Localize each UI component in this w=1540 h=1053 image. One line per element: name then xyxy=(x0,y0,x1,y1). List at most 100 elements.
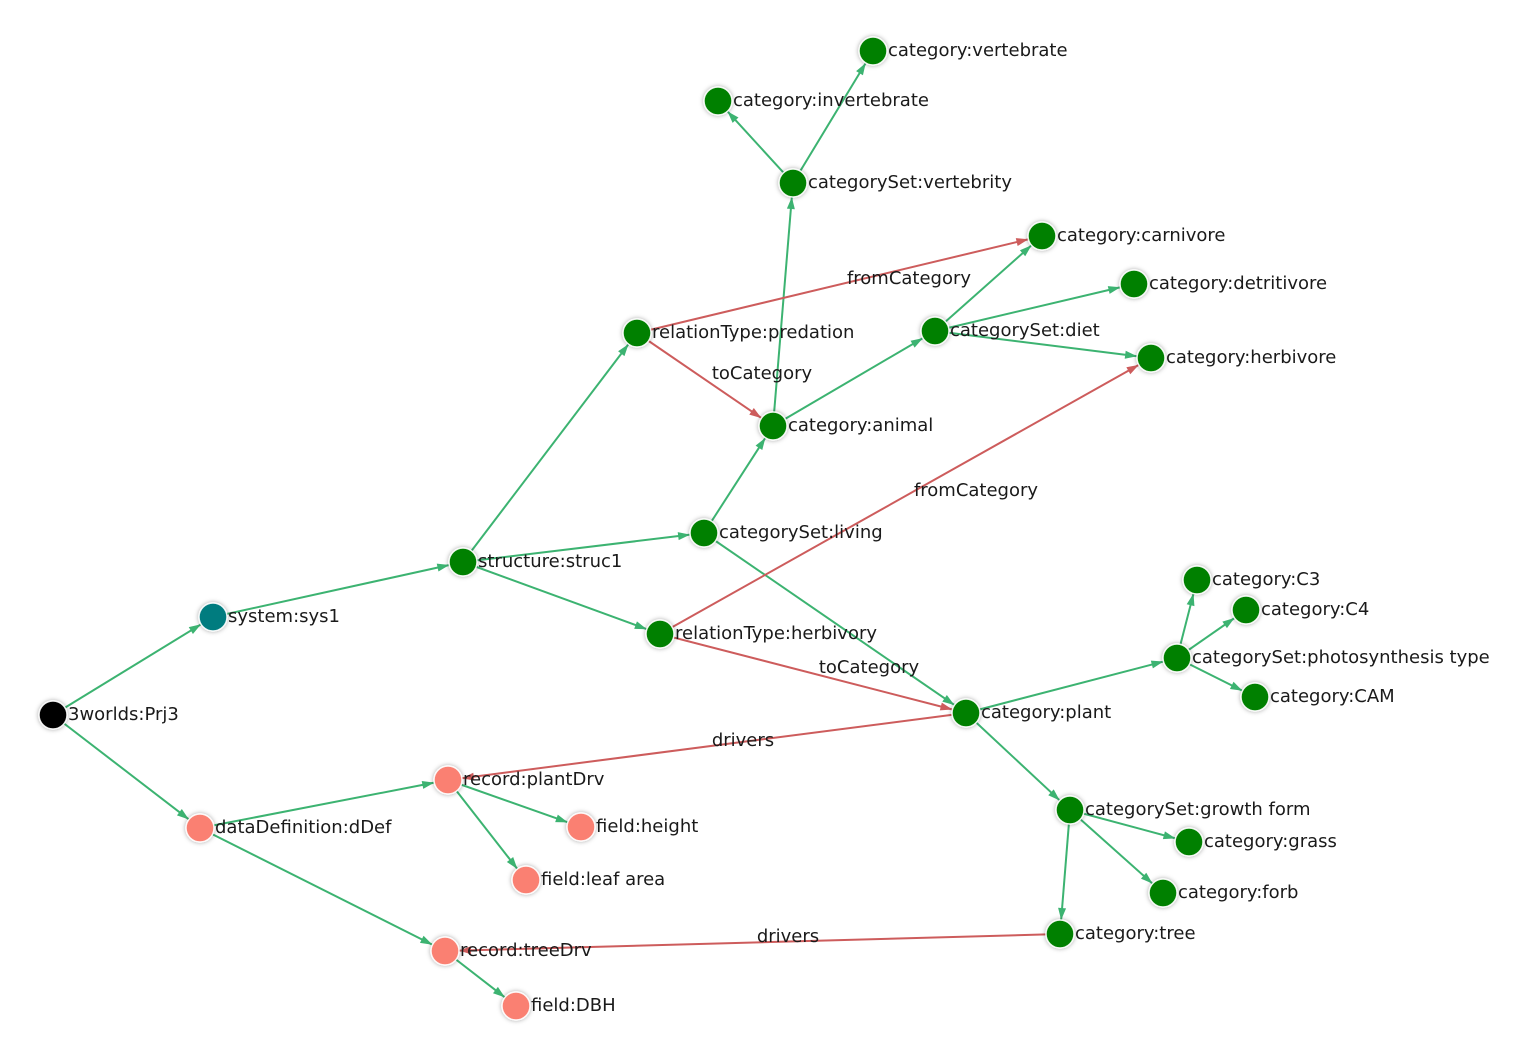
node-plant[interactable]: category:plant xyxy=(951,698,1111,728)
node-dbh[interactable]: field:DBH xyxy=(501,991,616,1021)
node-c4[interactable]: category:C4 xyxy=(1231,595,1369,625)
node-circle[interactable] xyxy=(501,991,531,1021)
node-circle[interactable] xyxy=(511,865,541,895)
node-circle[interactable] xyxy=(703,86,733,116)
edge-struc1-herbivory xyxy=(462,561,648,631)
edge-arrow xyxy=(942,694,955,706)
node-circle[interactable] xyxy=(1231,595,1261,625)
edge-label-herbivory-herbivore: fromCategory xyxy=(914,480,1038,501)
node-carnivore[interactable]: category:carnivore xyxy=(1027,221,1225,251)
node-label: category:forb xyxy=(1178,882,1298,903)
edge-label-predation-animal: toCategory xyxy=(712,363,813,384)
node-height[interactable]: field:height xyxy=(566,812,698,842)
node-growth[interactable]: categorySet:growth form xyxy=(1055,795,1311,825)
node-label: record:treeDrv xyxy=(460,940,592,961)
edge-line xyxy=(934,244,1033,332)
node-plantdrv[interactable]: record:plantDrv xyxy=(433,765,605,795)
node-label: category:detritivore xyxy=(1149,273,1327,294)
node-circle[interactable] xyxy=(433,765,463,795)
node-struc1[interactable]: structure:struc1 xyxy=(448,547,622,577)
edge-arrow xyxy=(458,946,472,955)
node-label: field:height xyxy=(596,816,698,837)
node-circle[interactable] xyxy=(645,619,675,649)
node-prj3[interactable]: 3worlds:Prj3 xyxy=(38,700,179,730)
node-herbivory[interactable]: relationType:herbivory xyxy=(645,619,877,649)
node-tree[interactable]: category:tree xyxy=(1045,919,1196,949)
node-ddef[interactable]: dataDefinition:dDef xyxy=(185,813,392,843)
node-circle[interactable] xyxy=(1162,643,1192,673)
edge-prj3-sys1 xyxy=(52,623,202,716)
node-label: categorySet:vertebrity xyxy=(808,172,1012,193)
node-circle[interactable] xyxy=(1174,827,1204,857)
node-circle[interactable] xyxy=(198,602,228,632)
node-circle[interactable] xyxy=(1027,221,1057,251)
node-circle[interactable] xyxy=(566,812,596,842)
node-circle[interactable] xyxy=(1119,269,1149,299)
node-circle[interactable] xyxy=(920,316,950,346)
node-circle[interactable] xyxy=(1045,919,1075,949)
edge-tree-treedrv xyxy=(458,933,1061,955)
node-circle[interactable] xyxy=(185,813,215,843)
edge-plant-growth xyxy=(965,712,1061,802)
node-leafarea[interactable]: field:leaf area xyxy=(511,865,665,895)
edge-line xyxy=(965,712,1061,802)
edge-prj3-ddef xyxy=(52,714,190,821)
node-label: category:tree xyxy=(1075,923,1196,944)
edge-ddef-treedrv xyxy=(199,827,433,946)
edge-diet-detritivore xyxy=(934,286,1121,332)
edge-arrow xyxy=(1048,789,1060,801)
edge-arrow xyxy=(856,62,866,76)
node-circle[interactable] xyxy=(951,698,981,728)
node-circle[interactable] xyxy=(430,936,460,966)
node-circle[interactable] xyxy=(778,168,808,198)
node-circle[interactable] xyxy=(1136,343,1166,373)
node-label: structure:struc1 xyxy=(478,551,622,572)
edge-line xyxy=(199,781,435,829)
node-circle[interactable] xyxy=(1055,795,1085,825)
node-c3[interactable]: category:C3 xyxy=(1182,565,1320,595)
node-label: categorySet:living xyxy=(719,522,883,543)
node-herbivore[interactable]: category:herbivore xyxy=(1136,343,1336,373)
edge-line xyxy=(659,363,1140,635)
node-circle[interactable] xyxy=(1240,682,1270,712)
node-label: relationType:herbivory xyxy=(675,623,877,644)
edge-struc1-predation xyxy=(462,343,630,563)
node-animal[interactable]: category:animal xyxy=(758,411,933,441)
node-treedrv[interactable]: record:treeDrv xyxy=(430,936,592,966)
edge-sys1-struc1 xyxy=(212,563,450,618)
node-circle[interactable] xyxy=(1148,878,1178,908)
edge-arrow xyxy=(1058,907,1067,921)
node-vertebrate[interactable]: category:vertebrate xyxy=(858,36,1068,66)
node-label: relationType:predation xyxy=(652,322,854,343)
edges-layer xyxy=(52,62,1243,999)
node-circle[interactable] xyxy=(1182,565,1212,595)
node-vertebrity[interactable]: categorySet:vertebrity xyxy=(778,168,1012,198)
node-forb[interactable]: category:forb xyxy=(1148,878,1298,908)
node-invertebrate[interactable]: category:invertebrate xyxy=(703,86,929,116)
edge-arrow xyxy=(436,563,450,572)
node-diet[interactable]: categorySet:diet xyxy=(920,316,1100,346)
node-cam[interactable]: category:CAM xyxy=(1240,682,1395,712)
edge-line xyxy=(965,660,1164,714)
node-label: category:plant xyxy=(981,702,1111,723)
node-detritivore[interactable]: category:detritivore xyxy=(1119,269,1327,299)
node-photo[interactable]: categorySet:photosynthesis type xyxy=(1162,643,1490,673)
node-living[interactable]: categorySet:living xyxy=(689,518,883,548)
node-grass[interactable]: category:grass xyxy=(1174,827,1337,857)
node-label: categorySet:photosynthesis type xyxy=(1192,647,1490,668)
node-circle[interactable] xyxy=(448,547,478,577)
edge-line xyxy=(447,779,519,870)
edge-arrow xyxy=(176,808,189,820)
edge-animal-diet xyxy=(772,337,924,427)
node-circle[interactable] xyxy=(858,36,888,66)
node-circle[interactable] xyxy=(689,518,719,548)
node-circle[interactable] xyxy=(622,318,652,348)
node-sys1[interactable]: system:sys1 xyxy=(198,602,340,632)
node-circle[interactable] xyxy=(38,700,68,730)
node-circle[interactable] xyxy=(758,411,788,441)
edge-arrow xyxy=(1126,364,1139,375)
edge-line xyxy=(458,933,1061,952)
edge-line xyxy=(659,633,953,711)
node-predation[interactable]: relationType:predation xyxy=(622,318,854,348)
edge-arrow xyxy=(1229,681,1243,691)
